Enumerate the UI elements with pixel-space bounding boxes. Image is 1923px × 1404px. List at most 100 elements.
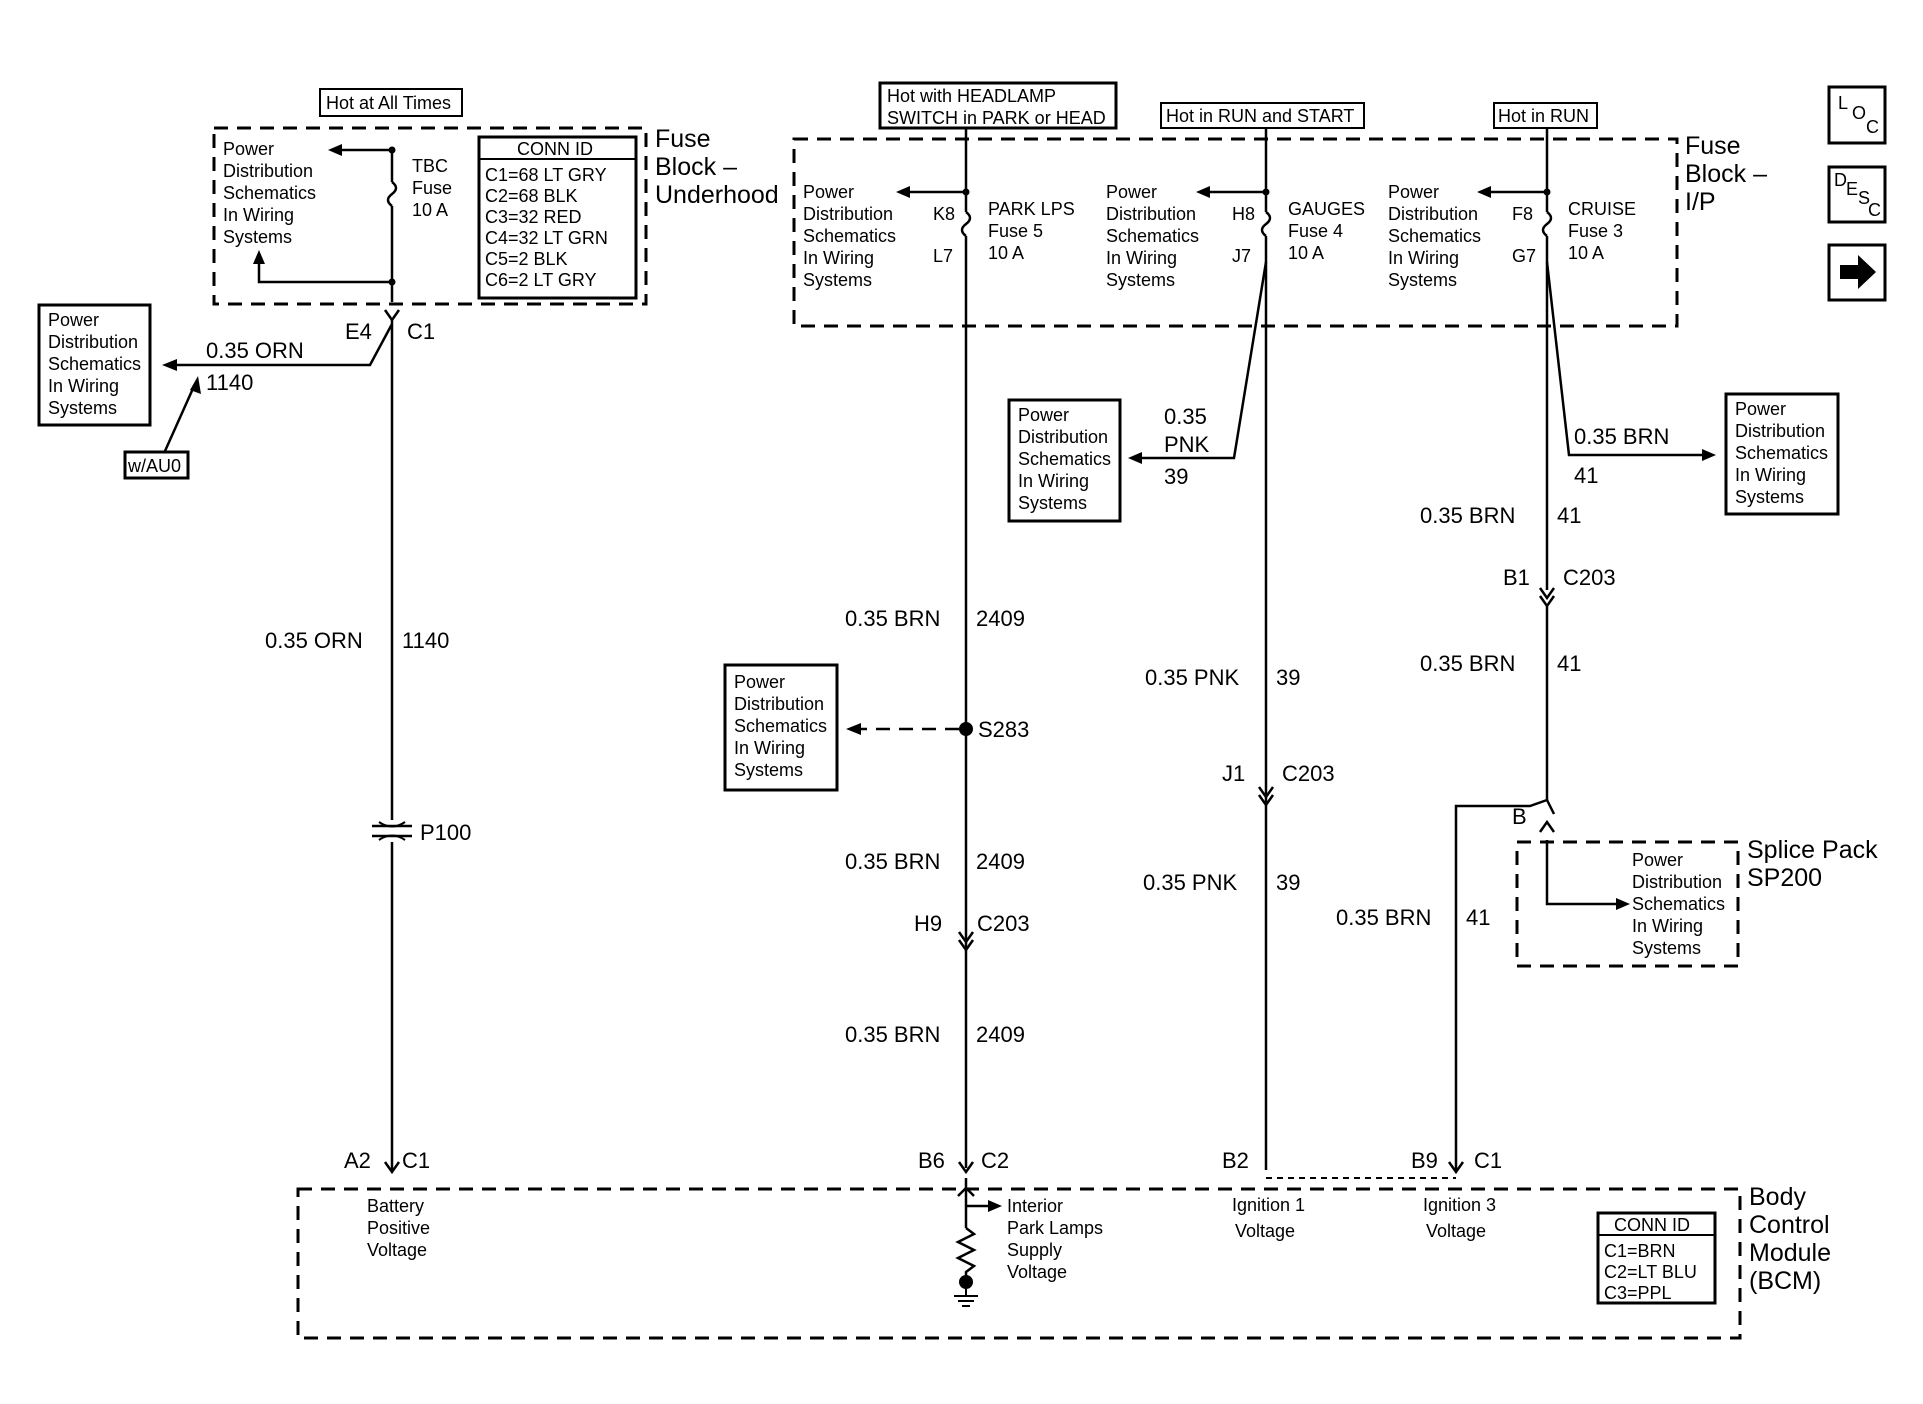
svg-text:0.35 PNK: 0.35 PNK xyxy=(1143,870,1237,895)
svg-text:Systems: Systems xyxy=(734,760,803,780)
svg-text:41: 41 xyxy=(1557,651,1581,676)
svg-text:Voltage: Voltage xyxy=(367,1240,427,1260)
svg-text:O: O xyxy=(1852,103,1866,123)
svg-text:0.35 PNK: 0.35 PNK xyxy=(1145,665,1239,690)
svg-text:E: E xyxy=(1846,179,1858,199)
svg-text:Schematics: Schematics xyxy=(1632,894,1725,914)
pds-ref-s283: Power Distribution Schematics In Wiring … xyxy=(723,663,839,792)
svg-text:41: 41 xyxy=(1557,503,1581,528)
svg-text:Systems: Systems xyxy=(223,227,292,247)
pds-ref-pnk: Power Distribution Schematics In Wiring … xyxy=(1007,398,1122,523)
loc-button[interactable]: L O C xyxy=(1827,85,1887,145)
bcm-ignition3-label: Ignition 3 xyxy=(1423,1195,1496,1215)
svg-text:H8: H8 xyxy=(1232,204,1255,224)
pin-e4: E4 xyxy=(345,319,372,344)
svg-text:Fuse 4: Fuse 4 xyxy=(1288,221,1343,241)
svg-text:C: C xyxy=(1866,117,1879,137)
svg-text:SWITCH in PARK or HEAD: SWITCH in PARK or HEAD xyxy=(887,108,1106,128)
tbc-fuse-symbol xyxy=(386,181,398,207)
body-control-module xyxy=(296,1187,1742,1340)
svg-text:Power: Power xyxy=(223,139,274,159)
svg-text:J7: J7 xyxy=(1232,246,1251,266)
svg-text:P100: P100 xyxy=(420,820,471,845)
svg-text:10 A: 10 A xyxy=(1288,243,1324,263)
ground-icon xyxy=(954,1289,978,1307)
svg-text:C1: C1 xyxy=(1474,1148,1502,1173)
pin-b: B xyxy=(1512,804,1527,829)
svg-text:C2: C2 xyxy=(981,1148,1009,1173)
svg-text:Voltage: Voltage xyxy=(1007,1262,1067,1282)
svg-text:(BCM): (BCM) xyxy=(1749,1267,1821,1295)
gauges-fuse-label: GAUGES xyxy=(1288,199,1365,219)
svg-text:C2=68 BLK: C2=68 BLK xyxy=(485,186,578,206)
pds-ref-sp200: Power Distribution Schematics In Wiring … xyxy=(1632,850,1725,958)
hot-headlamp-box: Hot with HEADLAMP SWITCH in PARK or HEAD xyxy=(878,81,1118,130)
svg-text:C: C xyxy=(1868,200,1881,220)
svg-text:Distribution: Distribution xyxy=(1018,427,1108,447)
svg-text:Schematics: Schematics xyxy=(1018,449,1111,469)
svg-text:L7: L7 xyxy=(933,246,953,266)
svg-text:Module: Module xyxy=(1749,1239,1831,1267)
svg-text:C1: C1 xyxy=(402,1148,430,1173)
svg-text:C1=BRN: C1=BRN xyxy=(1604,1241,1676,1261)
resistor-symbol xyxy=(955,1227,977,1278)
svg-text:S283: S283 xyxy=(978,717,1029,742)
hot-run-box: Hot in RUN xyxy=(1493,102,1598,129)
hot-run-start-box: Hot in RUN and START xyxy=(1160,102,1365,129)
svg-text:In Wiring: In Wiring xyxy=(1018,471,1089,491)
svg-text:Hot with HEADLAMP: Hot with HEADLAMP xyxy=(887,86,1056,106)
svg-text:Systems: Systems xyxy=(803,270,872,290)
svg-text:Distribution: Distribution xyxy=(734,694,824,714)
svg-text:Schematics: Schematics xyxy=(48,354,141,374)
svg-text:C203: C203 xyxy=(977,911,1030,936)
pds-ref-ip-park: Power Distribution Schematics In Wiring … xyxy=(803,182,896,290)
svg-text:CONN ID: CONN ID xyxy=(1614,1215,1690,1235)
svg-text:C5=2 BLK: C5=2 BLK xyxy=(485,249,568,269)
svg-text:Block –: Block – xyxy=(1685,160,1767,188)
pds-ref-left: Power Distribution Schematics In Wiring … xyxy=(37,303,152,427)
conn-id-underhood: CONN ID C1=68 LT GRY C2=68 BLK C3=32 RED… xyxy=(477,135,638,300)
svg-text:I/P: I/P xyxy=(1685,188,1716,216)
cruise-fuse-label: CRUISE xyxy=(1568,199,1636,219)
pin-j1: J1 xyxy=(1222,761,1245,786)
svg-text:Systems: Systems xyxy=(1106,270,1175,290)
svg-text:Hot in RUN and START: Hot in RUN and START xyxy=(1166,106,1354,126)
svg-text:Distribution: Distribution xyxy=(1388,204,1478,224)
fuse-block-underhood xyxy=(212,126,648,306)
svg-text:Schematics: Schematics xyxy=(1388,226,1481,246)
svg-text:0.35 BRN: 0.35 BRN xyxy=(845,849,940,874)
svg-text:In Wiring: In Wiring xyxy=(803,248,874,268)
svg-text:39: 39 xyxy=(1164,464,1188,489)
pin-a2: A2 xyxy=(344,1148,371,1173)
svg-text:Hot in RUN: Hot in RUN xyxy=(1498,106,1589,126)
svg-text:Schematics: Schematics xyxy=(803,226,896,246)
pds-ref-underhood: Power Distribution Schematics In Wiring … xyxy=(223,139,316,247)
svg-text:Power: Power xyxy=(1388,182,1439,202)
svg-text:0.35 BRN: 0.35 BRN xyxy=(845,1022,940,1047)
svg-text:10 A: 10 A xyxy=(1568,243,1604,263)
pin-b6: B6 xyxy=(918,1148,945,1173)
svg-text:Power: Power xyxy=(1018,405,1069,425)
svg-text:Distribution: Distribution xyxy=(1632,872,1722,892)
park-lps-fuse-symbol xyxy=(960,211,972,237)
svg-text:C6=2 LT GRY: C6=2 LT GRY xyxy=(485,270,597,290)
svg-text:Supply: Supply xyxy=(1007,1240,1062,1260)
conn-id-bcm: CONN ID C1=BRN C2=LT BLU C3=PPL xyxy=(1596,1211,1717,1305)
p100-connector xyxy=(372,821,412,841)
desc-button[interactable]: D E S C xyxy=(1827,165,1887,224)
splice-s283 xyxy=(959,722,973,736)
right-arrow-icon xyxy=(1840,255,1876,289)
next-button[interactable] xyxy=(1827,243,1887,302)
pin-h9: H9 xyxy=(914,911,942,936)
pin-b2: B2 xyxy=(1222,1148,1249,1173)
svg-text:F8: F8 xyxy=(1512,204,1533,224)
svg-text:C203: C203 xyxy=(1282,761,1335,786)
svg-text:D: D xyxy=(1834,170,1847,190)
svg-text:K8: K8 xyxy=(933,204,955,224)
splice-pack-sp200 xyxy=(1515,840,1740,968)
svg-text:39: 39 xyxy=(1276,665,1300,690)
svg-text:Power: Power xyxy=(734,672,785,692)
wire-label-orn: 0.35 ORN xyxy=(206,338,304,363)
gauges-fuse-symbol xyxy=(1260,211,1272,237)
